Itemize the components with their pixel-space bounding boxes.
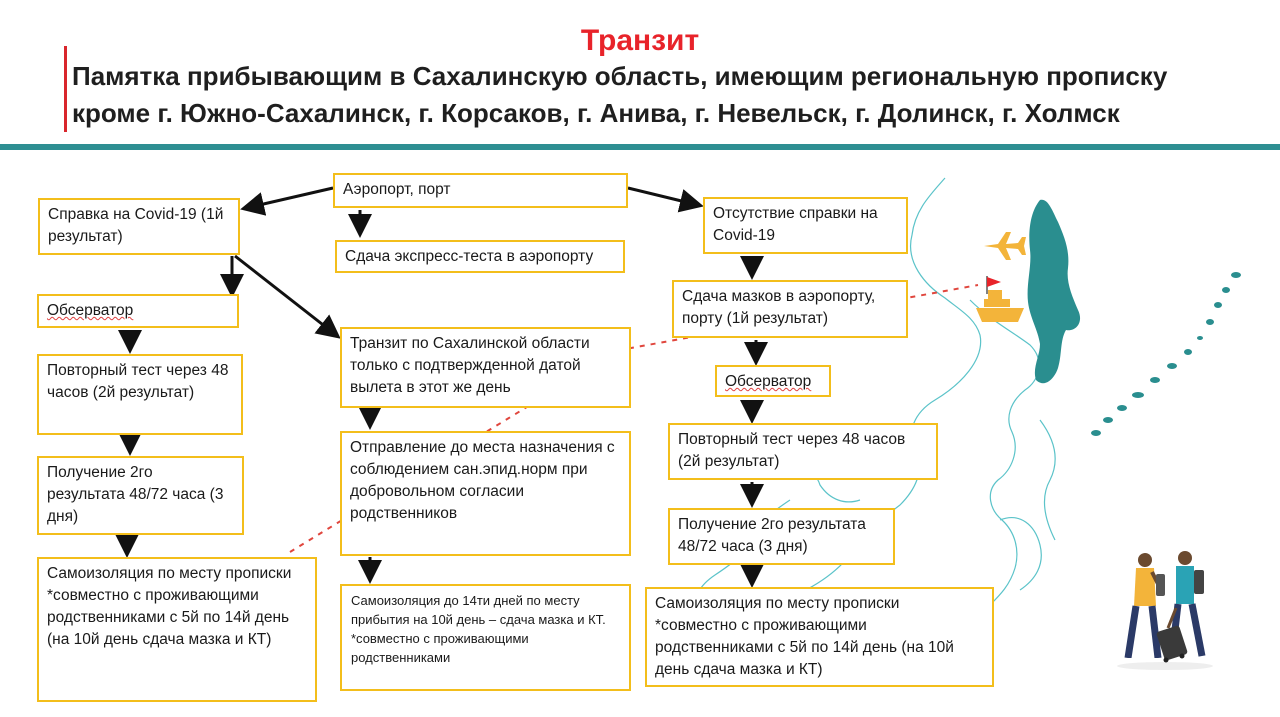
subtitle-line-2: кроме г. Южно-Сахалинск, г. Корсаков, г.… (72, 98, 1120, 128)
node-isolation-middle: Самоизоляция до 14ти дней по месту прибы… (340, 584, 631, 691)
plane-icon (984, 232, 1026, 260)
travelers-illustration (1117, 551, 1213, 670)
node-swab-airport: Сдача мазков в аэропорту, порту (1й резу… (672, 280, 908, 338)
node-isolation-left: Самоизоляция по месту прописки *совместн… (37, 557, 317, 702)
sakhalin-island-shape (1027, 199, 1081, 384)
title-accent-bar (64, 46, 67, 132)
page-subtitle: Памятка прибывающим в Сахалинскую област… (72, 58, 1272, 132)
node-express-test: Сдача экспресс-теста в аэропорту (335, 240, 625, 273)
node-certificate: Справка на Covid-19 (1й результат) (38, 198, 240, 255)
node-transit: Транзит по Сахалинской области только с … (340, 327, 631, 408)
ship-icon (976, 290, 1024, 322)
node-observator-right: Обсерватор (715, 365, 831, 397)
node-no-certificate: Отсутствие справки на Covid-19 (703, 197, 908, 254)
subtitle-line-1: Памятка прибывающим в Сахалинскую област… (72, 61, 1168, 91)
flag-icon (986, 276, 1001, 294)
observator-left-label: Обсерватор (47, 302, 134, 319)
node-result-left: Получение 2го результата 48/72 часа (3 д… (37, 456, 244, 535)
header-divider (0, 144, 1280, 150)
node-airport: Аэропорт, порт (333, 173, 628, 208)
node-isolation-right: Самоизоляция по месту прописки *совместн… (645, 587, 994, 687)
observator-right-label: Обсерватор (725, 373, 812, 390)
node-result-right: Получение 2го результата 48/72 часа (3 д… (668, 508, 895, 565)
arrow-airport-to-certificate (240, 186, 334, 216)
page-title: Транзит (580, 24, 700, 57)
node-departure: Отправление до места назначения с соблюд… (340, 431, 631, 556)
arrow-airport-to-no-certificate (627, 186, 704, 213)
node-retest-right: Повторный тест через 48 часов (2й резуль… (668, 423, 938, 480)
node-observator-left: Обсерватор (37, 294, 239, 328)
arrow-certificate-to-transit (234, 254, 341, 339)
node-retest-left: Повторный тест через 48 часов (2й резуль… (37, 354, 243, 435)
